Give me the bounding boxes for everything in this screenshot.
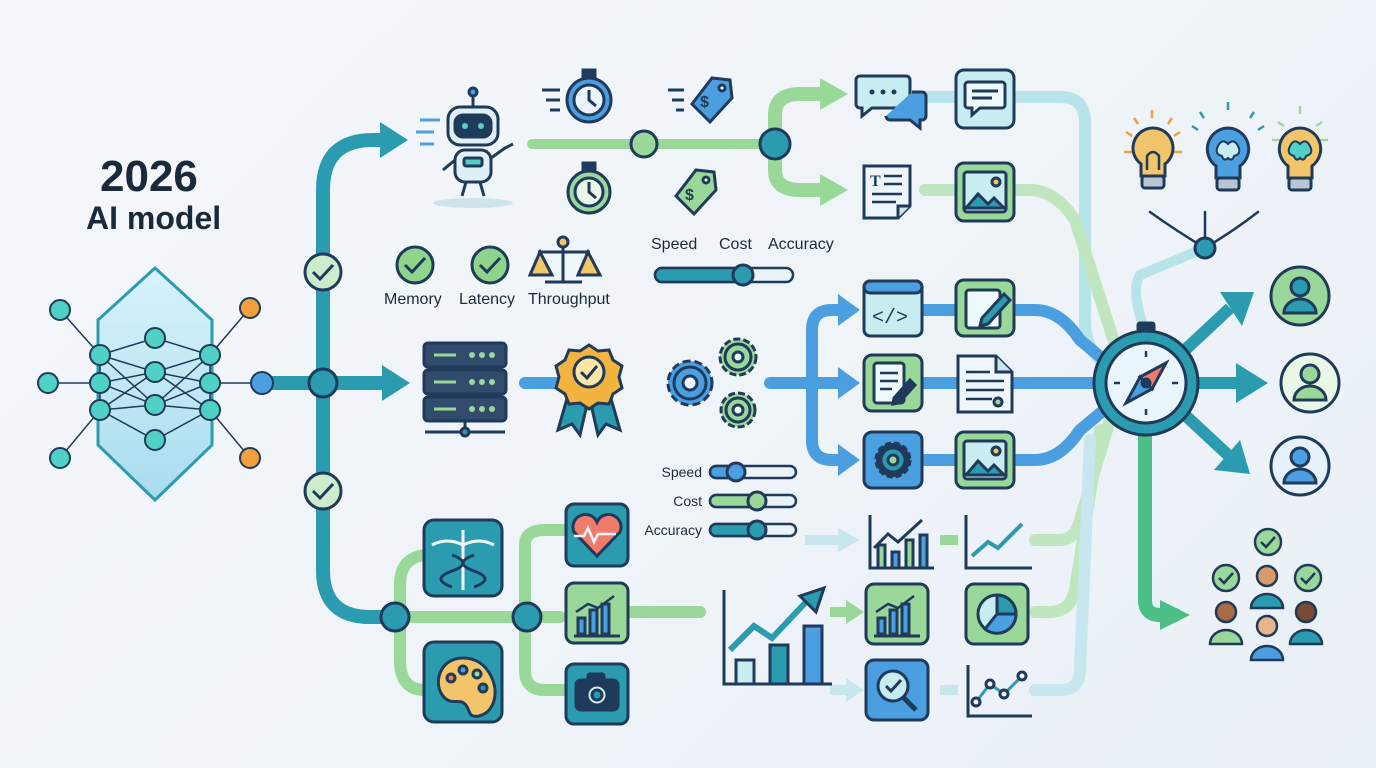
brain-bulb-icon xyxy=(1272,106,1328,192)
robot-icon xyxy=(416,86,514,208)
user-avatars xyxy=(1269,265,1341,497)
stopwatch-icon xyxy=(542,68,613,124)
document-icon: T xyxy=(862,164,912,220)
gears-icon xyxy=(666,337,758,429)
chat-bubbles-icon xyxy=(854,74,928,132)
image-icon xyxy=(954,430,1016,490)
small-charts xyxy=(864,515,1032,722)
settings-chip-icon xyxy=(862,430,924,490)
svg-text:</>: </> xyxy=(872,307,908,330)
form-icon xyxy=(862,353,924,413)
stopwatch-icon xyxy=(566,161,612,215)
label-throughput: Throughput xyxy=(528,291,610,308)
user-icon xyxy=(1269,435,1331,497)
lightbulbs xyxy=(1124,102,1328,192)
bar-chart-icon xyxy=(864,582,930,646)
title-year: 2026 xyxy=(100,152,198,201)
compass-icon xyxy=(1092,321,1200,437)
user-icon xyxy=(1279,352,1341,414)
code-window-icon: </> xyxy=(862,279,924,338)
junction-nodes xyxy=(307,127,1217,633)
lightbulb-icon xyxy=(1124,110,1182,190)
check-badges xyxy=(303,245,510,511)
server-stack-icon xyxy=(422,341,508,438)
team-icon xyxy=(1208,527,1324,662)
brain-bulb-icon xyxy=(1191,102,1265,192)
magnifier-icon xyxy=(864,658,930,722)
label-cost-mid: Cost xyxy=(673,493,702,509)
label-speed-mid: Speed xyxy=(661,464,702,480)
bar-line-chart-icon xyxy=(868,515,934,570)
tradeoff-slider-top xyxy=(653,263,795,287)
balance-scale-icon xyxy=(527,235,603,284)
user-icon xyxy=(1269,265,1331,327)
growth-chart-icon xyxy=(722,585,832,686)
label-memory: Memory xyxy=(384,291,442,308)
check-icon xyxy=(303,252,343,292)
price-tag-icon: $ xyxy=(668,76,734,125)
price-tag-icon: $ xyxy=(674,168,718,217)
award-badge-icon xyxy=(554,343,624,439)
arrow-heads xyxy=(380,78,1268,702)
label-accuracy-top: Accuracy xyxy=(768,236,834,253)
pie-chart-icon xyxy=(964,582,1030,646)
svg-text:T: T xyxy=(870,173,881,190)
line-chart-icon xyxy=(964,515,1032,570)
caduceus-icon xyxy=(422,518,504,598)
bar-chart-icon xyxy=(564,581,630,645)
message-icon xyxy=(954,68,1016,130)
edit-icon xyxy=(954,278,1016,338)
palette-icon xyxy=(422,640,504,724)
scatter-line-chart-icon xyxy=(966,665,1032,718)
label-accuracy-mid: Accuracy xyxy=(644,522,702,538)
label-speed-top: Speed xyxy=(651,236,698,253)
svg-text:$: $ xyxy=(685,187,694,204)
label-latency: Latency xyxy=(459,291,516,308)
check-icon xyxy=(1293,563,1323,593)
svg-text:$: $ xyxy=(700,94,709,111)
image-icon xyxy=(954,161,1016,223)
check-icon xyxy=(303,471,343,511)
camera-icon xyxy=(564,662,630,726)
text-file-icon xyxy=(956,354,1014,414)
memory-check-icon xyxy=(395,245,435,285)
title-subtitle: AI model xyxy=(86,200,222,236)
heartbeat-icon xyxy=(564,502,630,568)
domain-tiles xyxy=(422,502,630,726)
latency-check-icon xyxy=(470,245,510,285)
tradeoff-sliders-mid xyxy=(708,461,798,541)
label-cost-top: Cost xyxy=(719,236,752,253)
neural-network-crystal-icon xyxy=(37,265,274,503)
check-icon xyxy=(1253,527,1283,557)
check-icon xyxy=(1211,563,1241,593)
output-tiles: T </> xyxy=(854,68,1016,490)
